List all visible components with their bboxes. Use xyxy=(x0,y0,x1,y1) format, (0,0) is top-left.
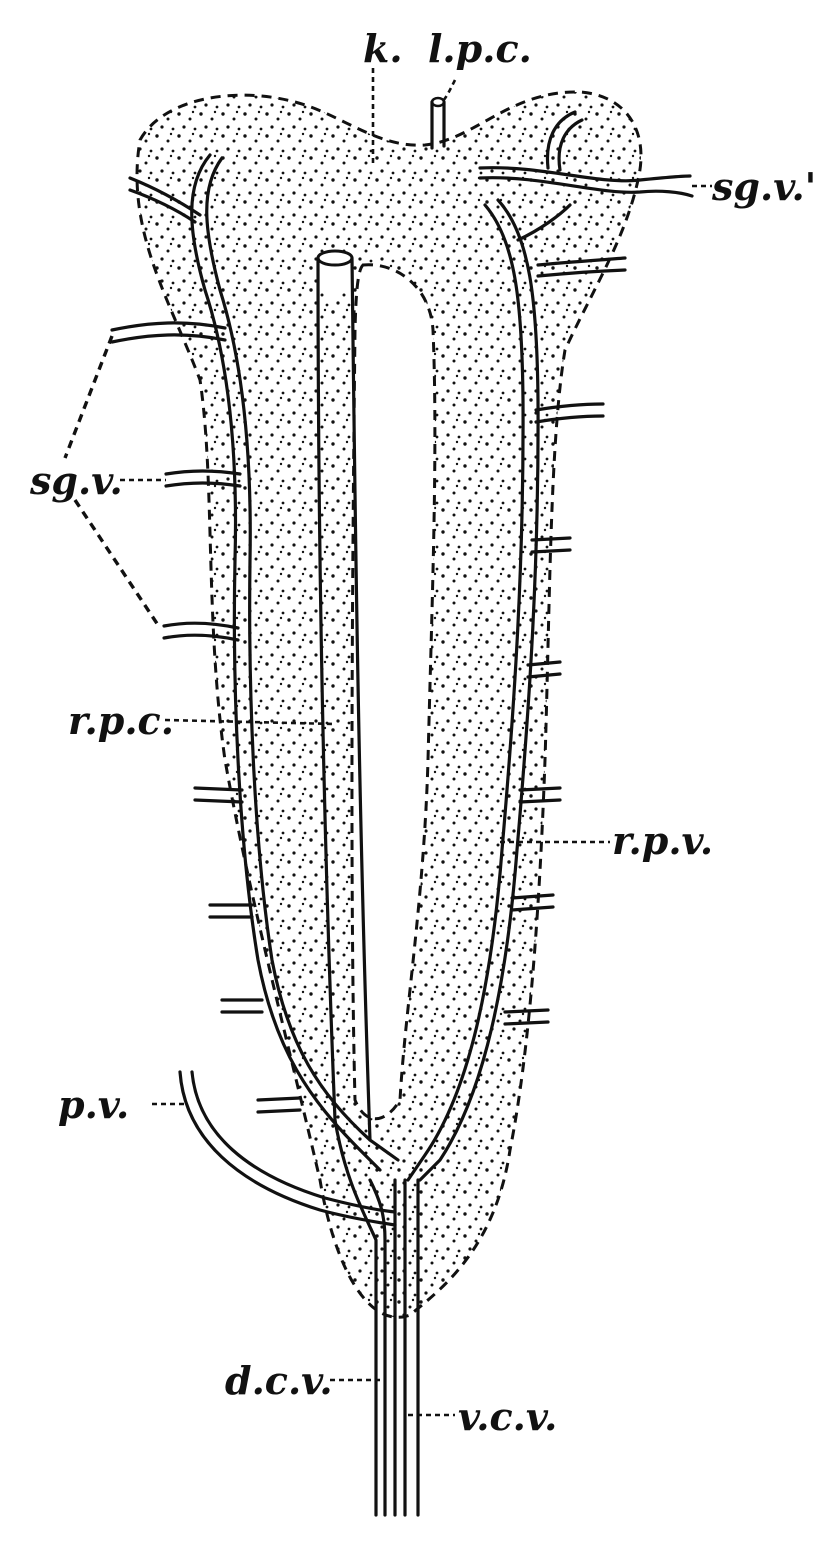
label-rpc: r.p.c. xyxy=(68,698,174,743)
label-pv: p.v. xyxy=(58,1082,130,1127)
posterior-cardinal-vein xyxy=(316,249,372,1142)
segmental-vein-prime xyxy=(478,110,694,198)
label-k: k. xyxy=(363,26,403,71)
label-sgv: sg.v. xyxy=(30,458,123,503)
label-vcv: v.c.v. xyxy=(458,1394,558,1439)
left-posterior-cardinal-stub xyxy=(430,96,446,150)
right-segmental-veins xyxy=(503,256,627,1026)
left-renal-vein xyxy=(128,153,400,1172)
left-segmental-veins xyxy=(110,321,302,1114)
right-renal-portal-vein xyxy=(406,198,572,1182)
label-dcv: d.c.v. xyxy=(225,1358,333,1403)
leader-lines xyxy=(63,68,712,1417)
caudal-veins xyxy=(333,1118,420,1517)
label-sgv-prime: sg.v.' xyxy=(712,164,817,209)
label-rpv: r.p.v. xyxy=(612,818,714,863)
kidney-outline xyxy=(135,90,643,1319)
stippled-tissue xyxy=(137,91,641,1318)
label-lpc: l.p.c. xyxy=(428,26,532,71)
